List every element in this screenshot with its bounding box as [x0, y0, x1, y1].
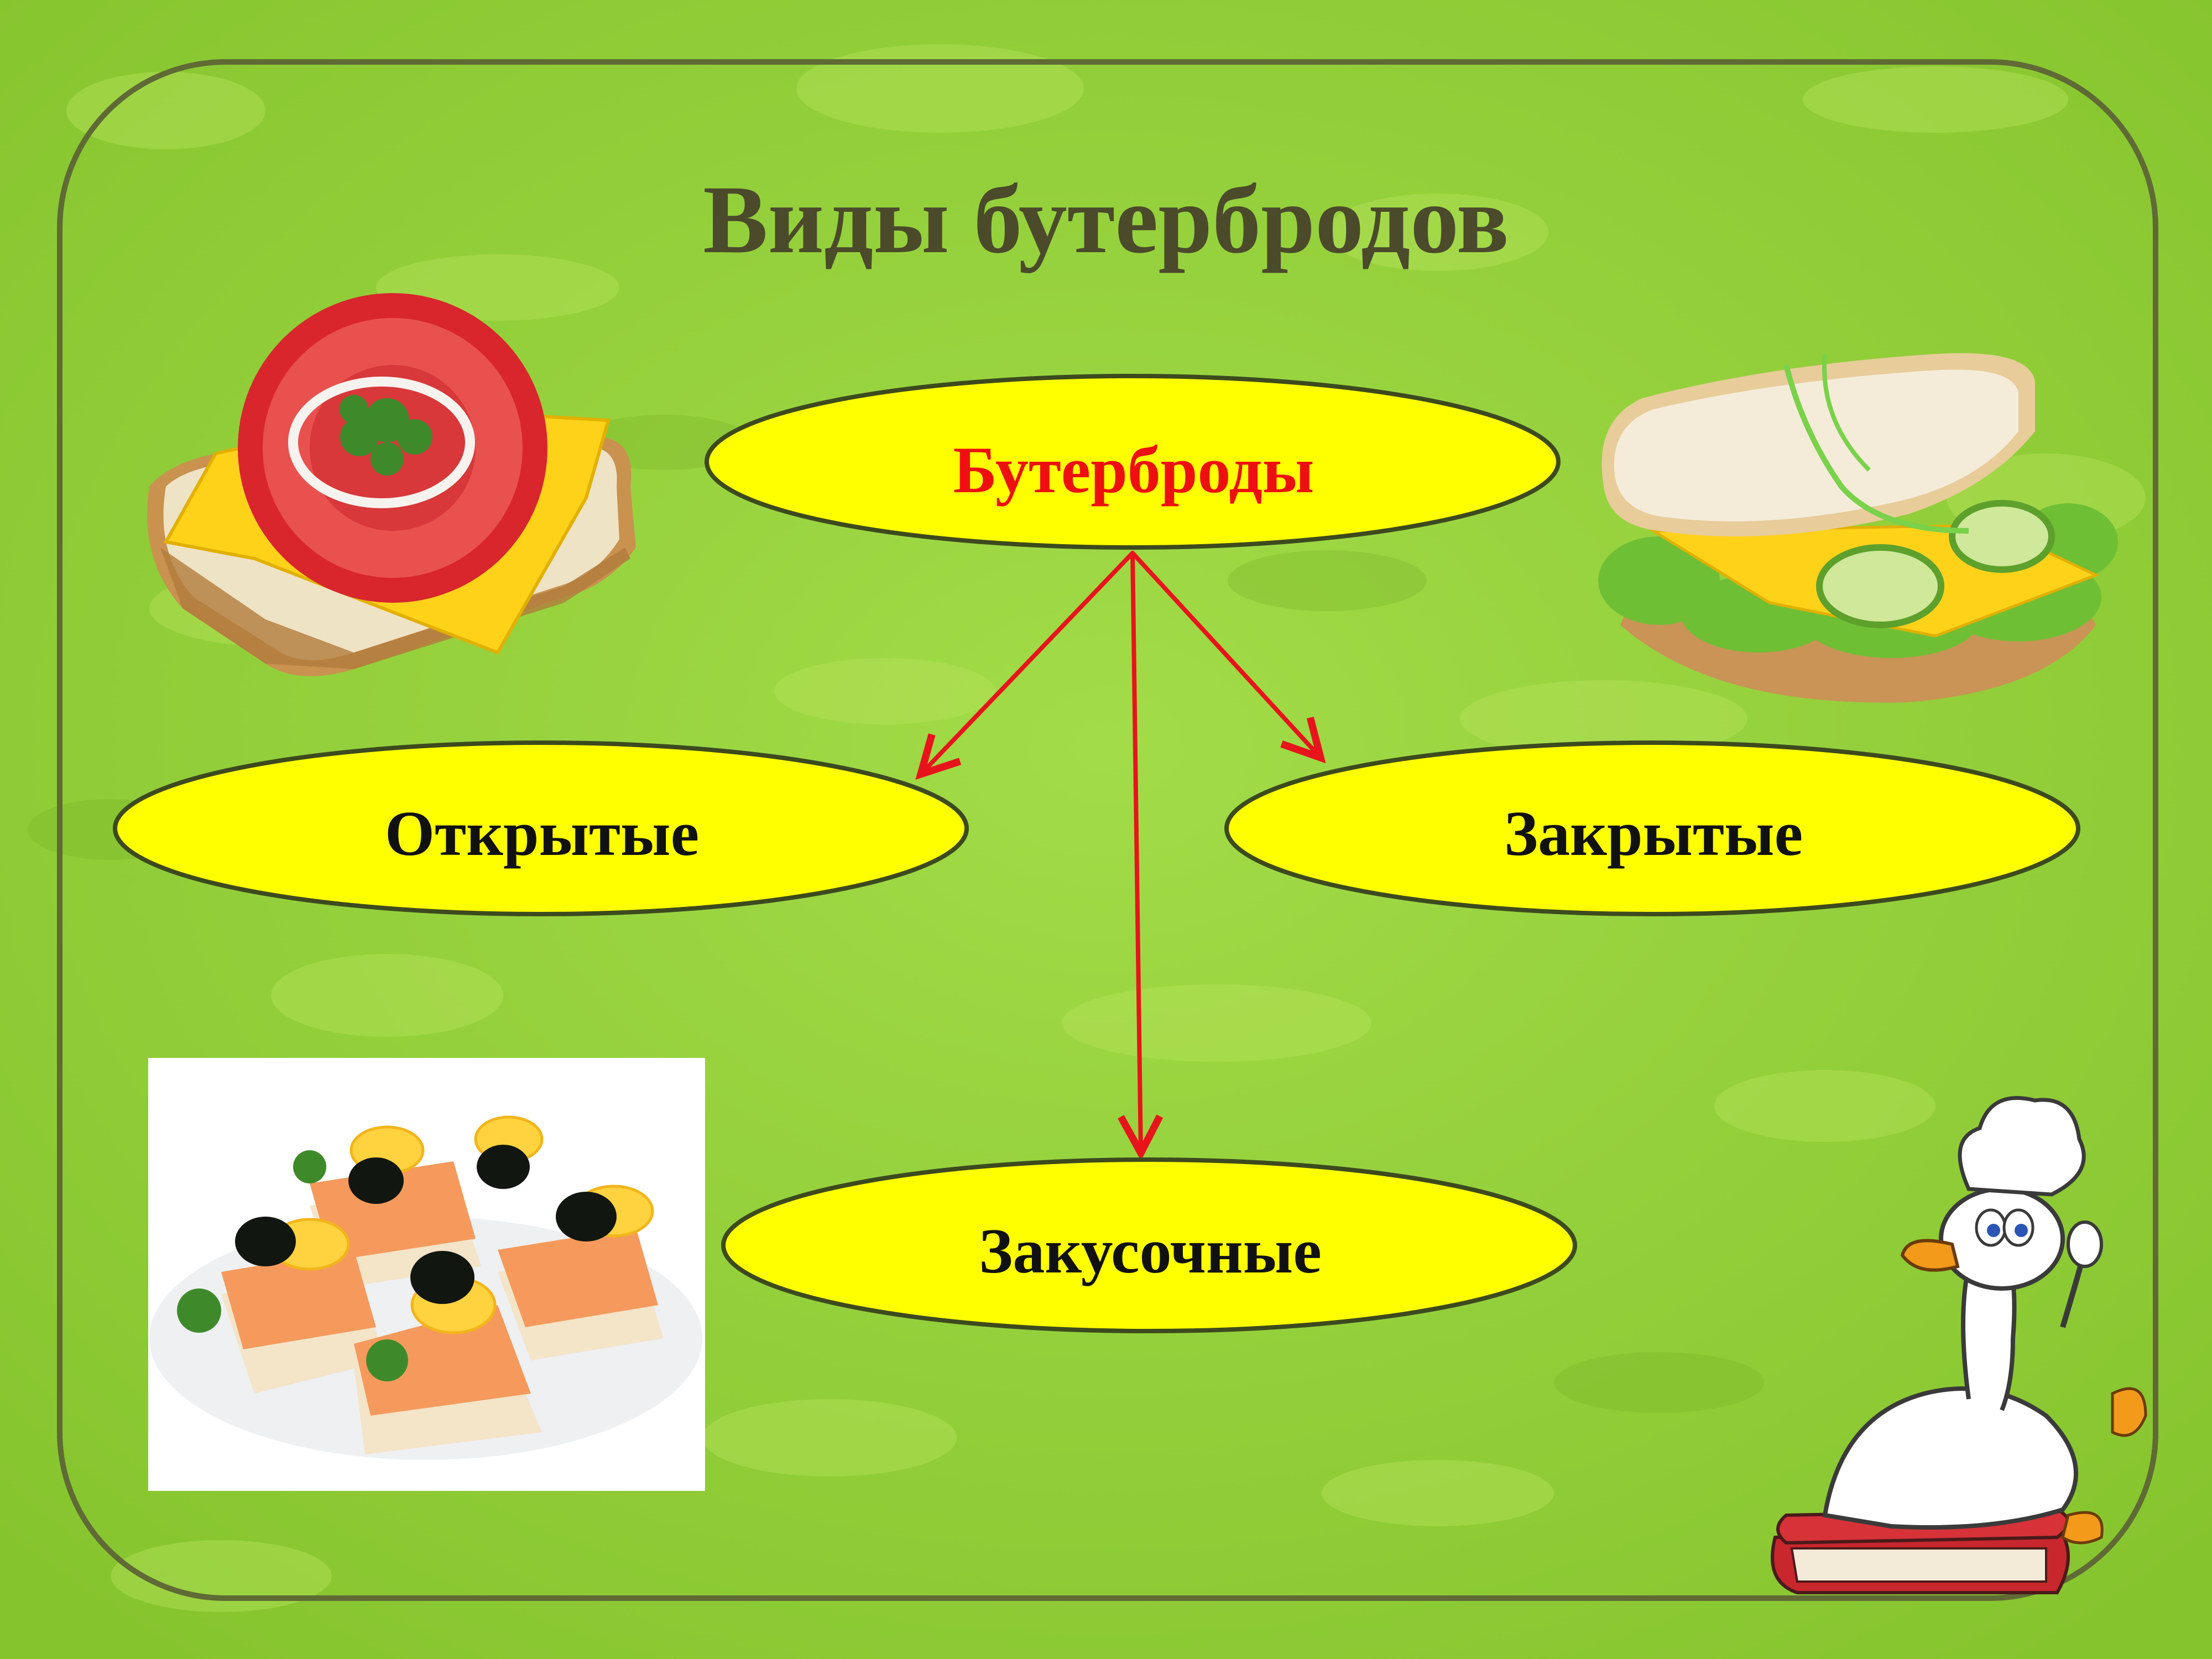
arrow-to-snack: [1133, 551, 1141, 1153]
node-open-shape: [113, 740, 969, 916]
connector-arrows: [921, 551, 1321, 1153]
arrow-to-closed: [1130, 551, 1321, 758]
open-sandwich-illustration: [147, 293, 636, 676]
node-closed-shape: [1224, 740, 2080, 916]
chef-goose-illustration: [1771, 1096, 2147, 1594]
content-frame: [57, 59, 2158, 1601]
node-root-shape: [705, 374, 1561, 550]
canapes-photo: [148, 1058, 705, 1491]
arrow-to-open: [921, 551, 1135, 774]
node-snack-shape: [721, 1157, 1577, 1333]
closed-sandwich-illustration: [1598, 353, 2118, 703]
